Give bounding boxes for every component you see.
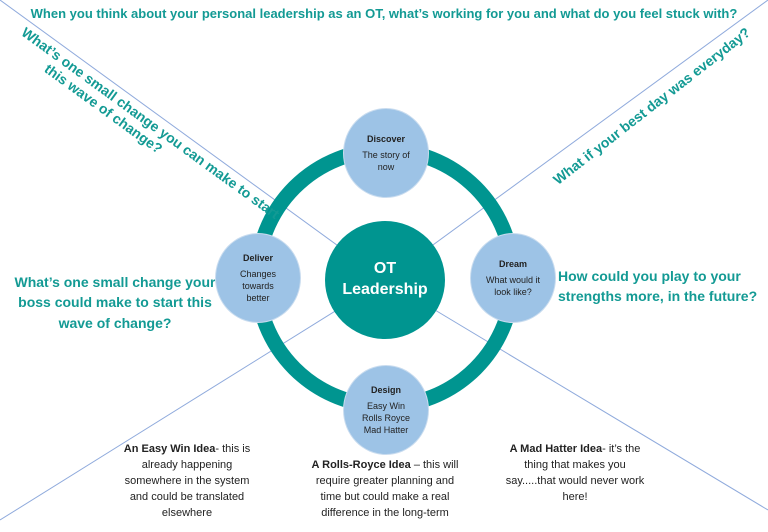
divider-line xyxy=(0,0,386,281)
node-deliver: Deliver Changes towards better xyxy=(215,233,301,323)
idea-title: An Easy Win Idea xyxy=(123,443,216,455)
center-circle: OT Leadership xyxy=(325,221,445,339)
node-text: now xyxy=(377,162,395,173)
question-line: What’s one small change your xyxy=(14,274,216,290)
idea-easy-win: An Easy Win Idea- this is already happen… xyxy=(122,442,252,522)
idea-text: - it’s the thing that makes you say.....… xyxy=(505,443,645,503)
divider-line xyxy=(384,279,768,511)
node-design: Design Easy Win Rolls Royce Mad Hatter xyxy=(343,365,429,455)
question-left: What’s one small change your boss could … xyxy=(10,272,220,333)
node-discover: Discover The story of now xyxy=(343,108,429,198)
center-label: Leadership xyxy=(342,281,428,298)
question-right: How could you play to your strengths mor… xyxy=(558,266,758,307)
node-text: Easy Win xyxy=(366,400,405,411)
divider-line xyxy=(0,279,386,521)
node-title: Deliver xyxy=(242,252,274,263)
center-label: OT xyxy=(373,260,397,278)
question-line: How could you play to your xyxy=(558,268,741,284)
node-dream: Dream What would it look like? xyxy=(470,233,556,323)
idea-text: - this is already happening somewhere in… xyxy=(124,443,251,519)
question-top: When you think about your personal leade… xyxy=(30,6,738,21)
node-text: Rolls Royce xyxy=(361,413,410,423)
node-text: Changes xyxy=(239,268,277,279)
node-text: better xyxy=(246,293,270,304)
node-text: What would it xyxy=(485,274,541,285)
idea-title: A Mad Hatter Idea xyxy=(509,443,603,455)
idea-text: – this will require greater planning and… xyxy=(315,459,459,519)
question-line: wave of change? xyxy=(58,314,172,331)
node-title: Design xyxy=(370,384,401,395)
node-title: Dream xyxy=(498,258,527,269)
divider-line xyxy=(384,0,768,281)
node-title: Discover xyxy=(366,133,406,144)
node-text: look like? xyxy=(494,287,532,298)
question-line: boss could make to start this xyxy=(18,294,212,311)
node-text: Mad Hatter xyxy=(363,425,409,436)
question-line: strengths more, in the future? xyxy=(558,288,758,305)
idea-mad-hatter: A Mad Hatter Idea- it’s the thing that m… xyxy=(500,442,650,506)
idea-title: A Rolls-Royce Idea xyxy=(311,459,411,471)
idea-rolls-royce: A Rolls-Royce Idea – this will require g… xyxy=(310,458,460,522)
node-text: The story of xyxy=(362,149,410,160)
node-text: towards xyxy=(242,281,274,291)
